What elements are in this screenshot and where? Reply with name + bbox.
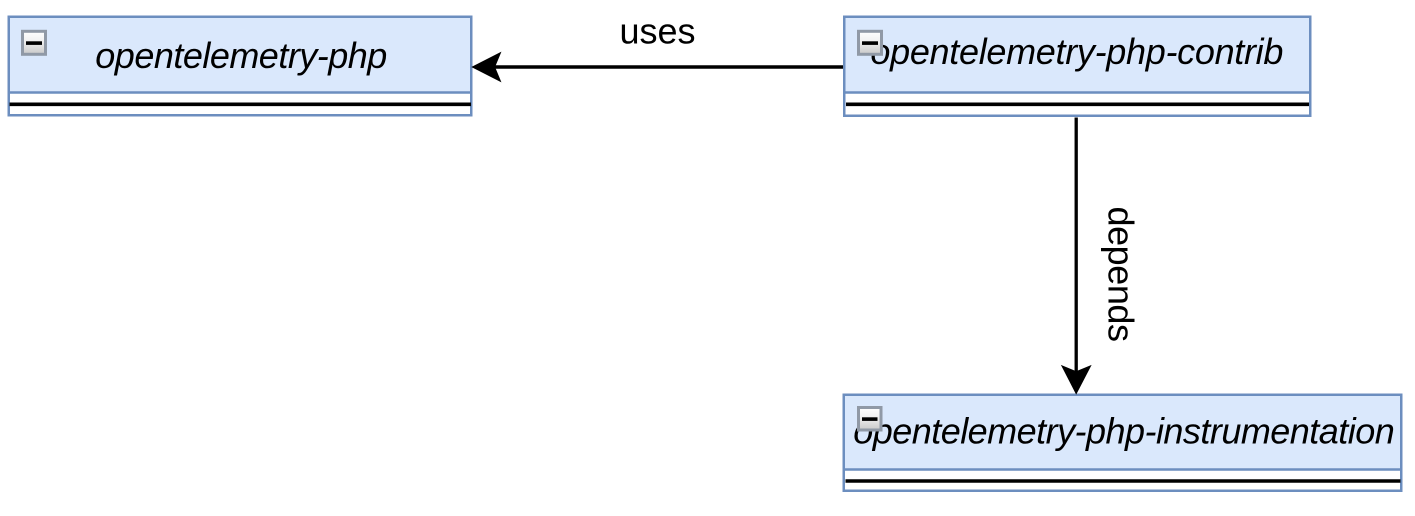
svg-text:depends: depends	[1101, 207, 1142, 343]
svg-text:opentelemetry-php-contrib: opentelemetry-php-contrib	[870, 31, 1283, 72]
svg-text:opentelemetry-php-instrumentat: opentelemetry-php-instrumentation	[853, 411, 1395, 452]
svg-text:uses: uses	[619, 11, 695, 52]
svg-text:opentelemetry-php: opentelemetry-php	[95, 35, 387, 76]
